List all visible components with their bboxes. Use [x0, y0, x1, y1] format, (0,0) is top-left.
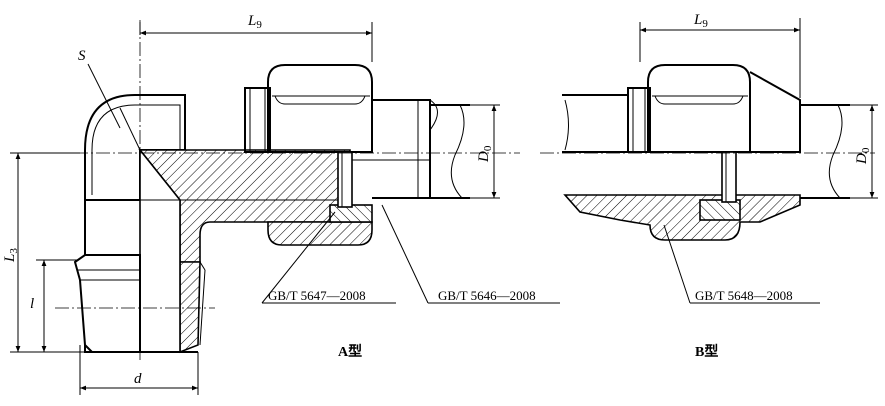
svg-text:D0: D0	[476, 145, 494, 163]
svg-text:D0: D0	[854, 147, 872, 165]
dim-l9-a: L	[247, 13, 256, 29]
dim-l3: L	[2, 254, 18, 263]
dim-l9-b: L	[693, 12, 702, 28]
dim-l: l	[30, 296, 34, 312]
dim-d0-b-sub: 0	[860, 147, 872, 153]
caption-type-a: A型	[338, 343, 362, 360]
svg-text:L9: L9	[693, 12, 708, 30]
callout-5648: GB/T 5648—2008	[695, 288, 793, 303]
body-ring	[244, 87, 271, 153]
dim-d0-b: D	[854, 153, 870, 165]
tube-a	[372, 99, 431, 199]
label-s: S	[78, 48, 86, 64]
nut-section	[267, 221, 373, 246]
svg-text:L3: L3	[2, 248, 20, 263]
callout-5647: GB/T 5647—2008	[268, 288, 366, 303]
dim-d: d	[134, 371, 142, 387]
dim-l9-b-sub: 9	[702, 18, 708, 30]
type-a-view: L9 D0 L3 l d S GB/T 5647—2008 GB/T 5646—…	[2, 13, 560, 395]
hex-nut	[267, 64, 373, 153]
callout-5646: GB/T 5646—2008	[438, 288, 536, 303]
dim-d0-a-sub: 0	[482, 145, 494, 151]
tube-b	[800, 104, 850, 199]
dim-l9-a-sub: 9	[256, 19, 262, 31]
type-b-view: L9 D0 GB/T 5648—2008 B型	[540, 12, 878, 360]
body-b	[562, 94, 629, 153]
hex-nut-b	[647, 64, 751, 153]
svg-text:L9: L9	[247, 13, 262, 31]
dim-l3-sub: 3	[8, 248, 20, 254]
section-b	[563, 194, 801, 241]
dim-d0-a: D	[476, 151, 492, 163]
caption-type-b: B型	[695, 343, 718, 360]
